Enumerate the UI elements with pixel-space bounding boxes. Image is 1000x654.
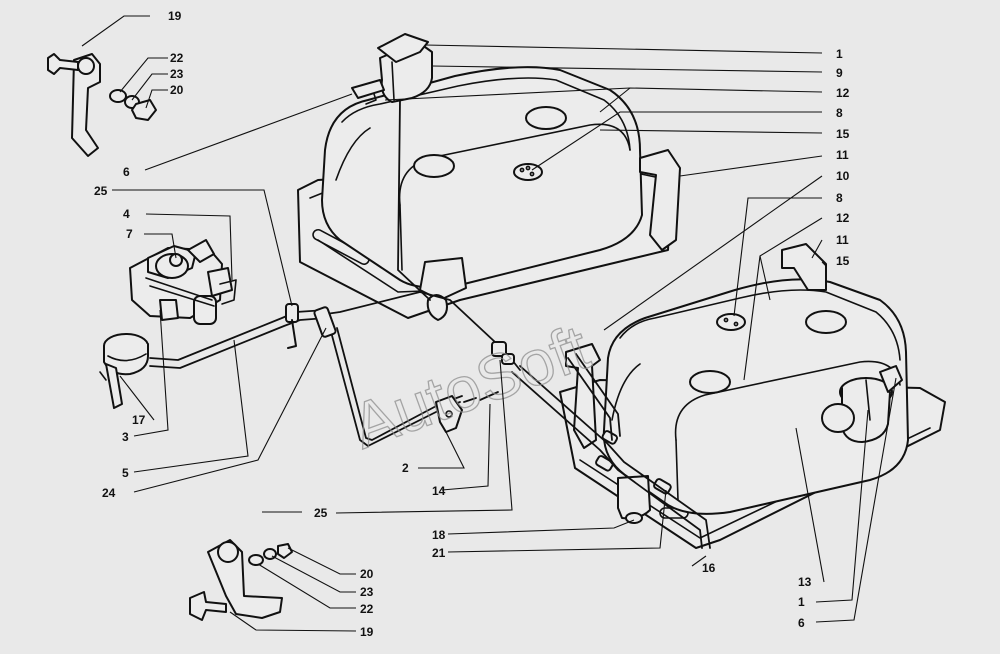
callout-m2: 14 <box>432 484 446 498</box>
callout-m3: 25 <box>314 506 328 520</box>
callout-tl3: 23 <box>170 67 184 81</box>
callout-m5: 21 <box>432 546 446 560</box>
callout-br3: 6 <box>798 616 805 630</box>
hardware-top-left <box>47 53 157 157</box>
callout-r11: 15 <box>836 254 850 268</box>
callout-r10: 11 <box>836 233 849 247</box>
callout-l2: 4 <box>123 207 130 221</box>
callout-br2: 1 <box>798 595 805 609</box>
callout-r6: 11 <box>836 148 849 162</box>
callout-r2: 9 <box>836 66 843 80</box>
fuel-lines <box>149 79 711 549</box>
callout-m6: 16 <box>702 561 716 575</box>
callout-l4: 17 <box>132 413 146 427</box>
callout-r1: 1 <box>836 47 843 61</box>
callout-tl5: 6 <box>123 165 130 179</box>
callout-r4: 8 <box>836 106 843 120</box>
carburetor-assembly <box>99 239 237 409</box>
callout-l1: 25 <box>94 184 108 198</box>
callout-b1: 20 <box>360 567 374 581</box>
leader-lines <box>81 15 897 632</box>
callout-r8: 8 <box>836 191 843 205</box>
callout-labels: 1 9 12 8 15 11 10 8 12 11 15 19 22 23 20… <box>94 9 850 639</box>
callout-r3: 12 <box>836 86 850 100</box>
callout-b2: 23 <box>360 585 374 599</box>
callout-l5: 3 <box>122 430 129 444</box>
lower-fuel-tank <box>559 243 946 549</box>
callout-l3: 7 <box>126 227 133 241</box>
callout-br1: 13 <box>798 575 812 589</box>
callout-l7: 24 <box>102 486 116 500</box>
callout-tl1: 19 <box>168 9 182 23</box>
callout-b4: 19 <box>360 625 374 639</box>
callout-l6: 5 <box>122 466 129 480</box>
callout-tl2: 22 <box>170 51 184 65</box>
callout-r5: 15 <box>836 127 850 141</box>
callout-tl4: 20 <box>170 83 184 97</box>
callout-m4: 18 <box>432 528 446 542</box>
callout-b3: 22 <box>360 602 374 616</box>
callout-m1: 2 <box>402 461 409 475</box>
hardware-bottom-left <box>189 539 293 621</box>
watermark-text: AutoSoft <box>343 311 599 463</box>
callout-r9: 12 <box>836 211 850 225</box>
upper-fuel-tank <box>297 33 681 321</box>
callout-r7: 10 <box>836 169 850 183</box>
